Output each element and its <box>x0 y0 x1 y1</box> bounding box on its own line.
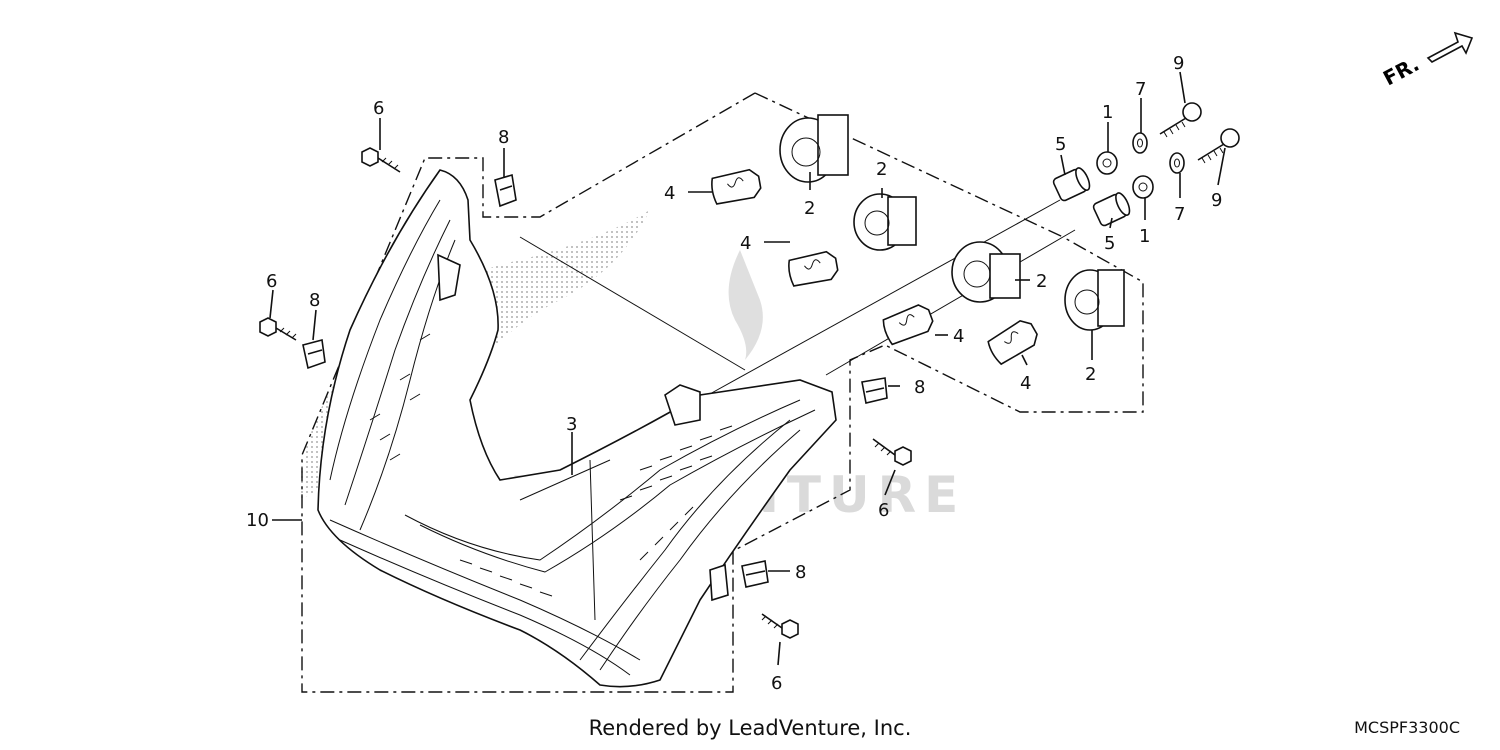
callout-4: 4 <box>664 183 675 204</box>
callout-7: 7 <box>1174 204 1185 225</box>
callout-1: 1 <box>1139 226 1150 247</box>
taillight-assembly <box>317 169 837 688</box>
callout-8: 8 <box>309 290 320 311</box>
callout-7: 7 <box>1135 79 1146 100</box>
front-direction-indicator: FR. <box>1379 31 1474 91</box>
leader-lines <box>269 71 1226 666</box>
bulb-parts <box>711 168 1038 366</box>
assembly-outlines <box>301 92 1144 693</box>
callout-2: 2 <box>876 159 887 180</box>
callout-2: 2 <box>804 198 815 219</box>
callout-8: 8 <box>795 562 806 583</box>
render-credit: Rendered by LeadVenture, Inc. <box>588 716 912 740</box>
callout-4: 4 <box>740 233 751 254</box>
socket-parts <box>779 114 1125 331</box>
hardware-parts <box>1052 102 1240 227</box>
diagram-code: MCSPF3300C <box>1354 718 1460 737</box>
clip-parts <box>302 173 888 588</box>
callout-5: 5 <box>1055 134 1066 155</box>
callout-4: 4 <box>953 326 964 347</box>
callout-8: 8 <box>914 377 925 398</box>
callout-6: 6 <box>878 500 889 521</box>
callout-1: 1 <box>1102 102 1113 123</box>
callout-3: 3 <box>566 414 577 435</box>
callout-2: 2 <box>1085 364 1096 385</box>
screw-parts <box>259 147 912 639</box>
callout-2: 2 <box>1036 271 1047 292</box>
callout-5: 5 <box>1104 233 1115 254</box>
callout-9: 9 <box>1211 190 1222 211</box>
callout-9: 9 <box>1173 53 1184 74</box>
callout-6: 6 <box>266 271 277 292</box>
callout-6: 6 <box>373 98 384 119</box>
callout-4: 4 <box>1020 373 1031 394</box>
callout-10: 10 <box>246 510 269 531</box>
callout-8: 8 <box>498 127 509 148</box>
direction-label: FR. <box>1379 52 1423 91</box>
callout-6: 6 <box>771 673 782 694</box>
callouts: 6 8 6 8 10 3 4 2 2 4 4 2 4 2 5 5 1 1 7 7… <box>246 53 1222 694</box>
